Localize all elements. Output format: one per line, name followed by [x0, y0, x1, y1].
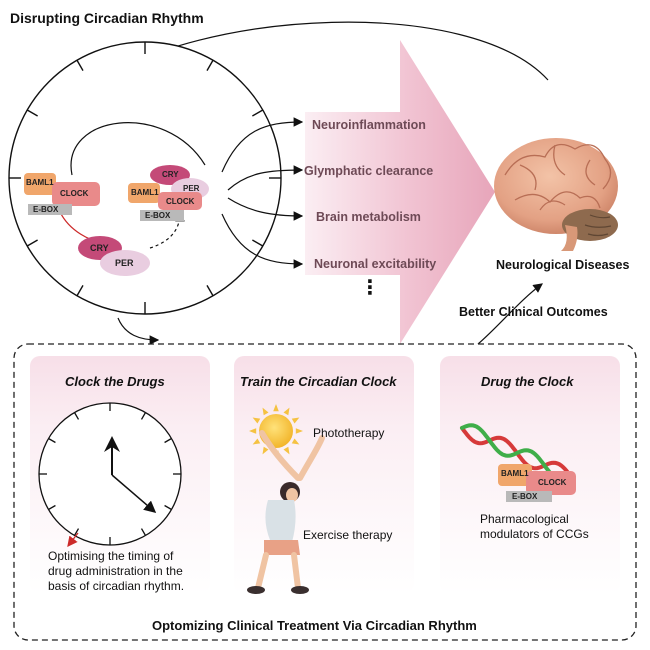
panel-title-train-clock: Train the Circadian Clock: [240, 374, 397, 389]
complex-panel3: [498, 464, 576, 502]
neurological-diseases: Neurological Diseases: [496, 258, 630, 272]
mechanism-neuroinflammation: Neuroinflammation: [312, 118, 426, 132]
circadian-clock-circle: [8, 41, 282, 315]
label-ebox-left: E-BOX: [33, 205, 59, 214]
brain-illustration: [494, 138, 618, 251]
more-ellipsis: ⋮: [360, 277, 380, 299]
drug-clock-desc-2: modulators of CCGs: [480, 527, 589, 541]
sun-ray: [273, 404, 279, 412]
drug-clock-face: [38, 402, 182, 548]
clock-tick: [76, 285, 84, 297]
exercise-label: Exercise therapy: [303, 528, 393, 542]
footer-title: Optomizing Clinical Treatment Via Circad…: [152, 618, 477, 633]
arrow-better-outcome: [477, 283, 543, 345]
mechanism-arrow: [305, 40, 495, 344]
treatment-box: [13, 343, 637, 641]
clock-drugs-desc-3: basis of circadian rhythm.: [48, 579, 185, 593]
sun-ray: [291, 417, 300, 424]
panel-title-drug-clock: Drug the Clock: [481, 374, 574, 389]
sun-ray: [295, 428, 303, 434]
clock-tick: [164, 504, 172, 511]
arrow-to-treatment: [117, 317, 160, 345]
label-cry-right: CRY: [162, 170, 179, 179]
phototherapy-label: Phototherapy: [313, 426, 385, 440]
label-clock-left: CLOCK: [60, 189, 89, 198]
clock-tick: [164, 437, 172, 444]
clock-tick: [252, 109, 264, 117]
clock-tick: [48, 504, 56, 511]
sun-ray: [252, 417, 261, 424]
mechanism-excitability: Neuronal excitability: [314, 257, 437, 271]
clock-tick: [140, 412, 147, 420]
label-baml1-panel3: BAML1: [501, 469, 529, 478]
sun-ray: [252, 438, 261, 445]
arrow-to-mech-3: [227, 197, 304, 221]
complex-left: [24, 173, 100, 215]
clock-tick: [26, 109, 38, 117]
sun-ray: [283, 446, 290, 455]
feedback-loop-arc: [70, 122, 206, 176]
clock-drugs-desc-2: drug administration in the: [48, 564, 183, 578]
sun-ray: [262, 446, 269, 455]
label-per-right: PER: [183, 184, 200, 193]
cry-per-free: [78, 236, 150, 276]
label-ebox-panel3: E-BOX: [512, 492, 538, 501]
label-per-free: PER: [115, 258, 134, 268]
sun-ray: [249, 428, 257, 434]
sun-ray: [262, 407, 269, 416]
label-clock-panel3: CLOCK: [538, 478, 567, 487]
clock-tick: [206, 285, 214, 297]
clock-tick: [206, 59, 214, 71]
better-outcomes: Better Clinical Outcomes: [459, 305, 608, 319]
clock-tick: [73, 412, 80, 420]
clock-tick: [140, 528, 147, 536]
clock-tick: [48, 437, 56, 444]
sun-ray: [291, 438, 300, 445]
page-title: Disrupting Circadian Rhythm: [10, 10, 204, 26]
clock-tick: [26, 239, 38, 247]
clock-tick: [252, 239, 264, 247]
exercise-figure: [247, 430, 325, 594]
mechanism-glymphatic: Glymphatic clearance: [304, 164, 434, 178]
complex-right: [128, 165, 209, 221]
clock-drugs-desc-1: Optimising the timing of: [48, 549, 174, 563]
arrow-to-mech-4: [221, 213, 304, 269]
drug-clock-desc-1: Pharmacological: [480, 512, 569, 526]
arrow-to-mech-2: [227, 165, 304, 191]
clock-tick: [76, 59, 84, 71]
arrow-to-mech-1: [221, 117, 304, 173]
label-ebox-right: E-BOX: [145, 211, 171, 220]
mechanism-metabolism: Brain metabolism: [316, 210, 421, 224]
label-baml1-left: BAML1: [26, 178, 54, 187]
panel-title-clock-drugs: Clock the Drugs: [65, 374, 165, 389]
clock-tick: [73, 528, 80, 536]
label-clock-right: CLOCK: [166, 197, 195, 206]
label-cry-free: CRY: [90, 243, 109, 253]
sun-ray: [283, 407, 290, 416]
label-baml1-right: BAML1: [131, 188, 159, 197]
